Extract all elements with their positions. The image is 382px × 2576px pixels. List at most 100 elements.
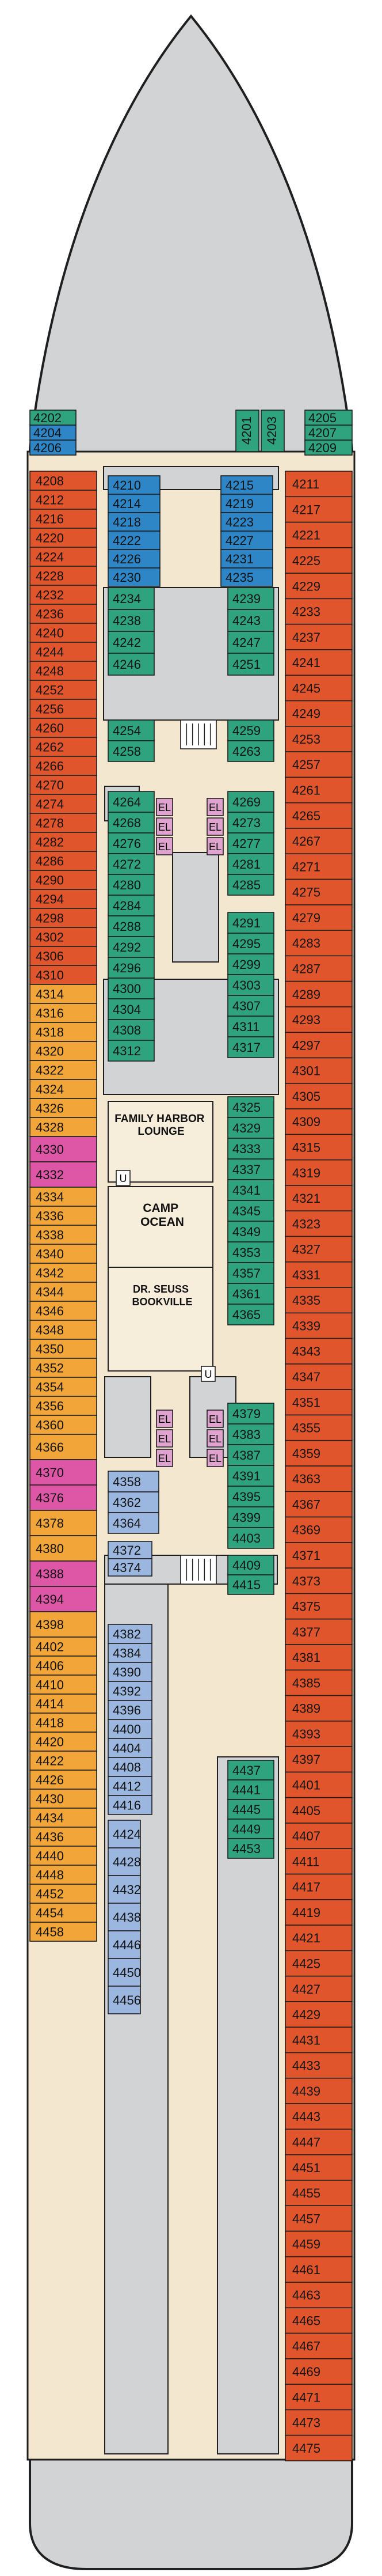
cabin-4212[interactable] — [29, 490, 97, 510]
cabin-4339[interactable] — [285, 1312, 353, 1339]
cabin-4424[interactable] — [108, 1820, 141, 1848]
cabin-4252[interactable] — [29, 680, 97, 700]
cabin-4420[interactable] — [29, 1732, 97, 1752]
cabin-4249[interactable] — [285, 700, 353, 727]
cabin-4291[interactable] — [227, 912, 274, 934]
cabin-4321[interactable] — [285, 1185, 353, 1211]
cabin-4403[interactable] — [227, 1527, 274, 1549]
cabin-4209[interactable] — [304, 440, 353, 456]
cabin-4433[interactable] — [285, 2052, 353, 2079]
cabin-4469[interactable] — [285, 2358, 353, 2385]
cabin-4471[interactable] — [285, 2384, 353, 2411]
cabin-4203[interactable] — [261, 410, 285, 452]
cabin-4315[interactable] — [285, 1134, 353, 1161]
cabin-4286[interactable] — [29, 851, 97, 871]
cabin-4288[interactable] — [108, 915, 155, 937]
dr-seuss-bookville[interactable] — [108, 1267, 213, 1372]
cabin-4406[interactable] — [29, 1656, 97, 1676]
cabin-4219[interactable] — [220, 494, 273, 513]
cabin-4365[interactable] — [227, 1304, 274, 1325]
cabin-4343[interactable] — [285, 1338, 353, 1365]
cabin-4416[interactable] — [108, 1795, 152, 1815]
cabin-4329[interactable] — [227, 1117, 274, 1139]
cabin-4441[interactable] — [227, 1779, 274, 1800]
cabin-4388[interactable] — [29, 1560, 97, 1587]
cabin-4240[interactable] — [29, 623, 97, 643]
cabin-4235[interactable] — [220, 567, 273, 587]
cabin-4362[interactable] — [108, 1491, 159, 1513]
cabin-4325[interactable] — [227, 1096, 274, 1118]
cabin-4438[interactable] — [108, 1903, 141, 1931]
cabin-4309[interactable] — [285, 1108, 353, 1135]
elevator-7[interactable] — [156, 1429, 173, 1448]
cabin-4409[interactable] — [227, 1555, 274, 1575]
cabin-4440[interactable] — [29, 1846, 97, 1866]
cabin-4389[interactable] — [285, 1695, 353, 1722]
cabin-4222[interactable] — [108, 531, 161, 550]
cabin-4443[interactable] — [285, 2103, 353, 2130]
cabin-4364[interactable] — [108, 1512, 159, 1534]
cabin-4402[interactable] — [29, 1636, 97, 1657]
cabin-4361[interactable] — [227, 1283, 274, 1305]
cabin-4394[interactable] — [29, 1586, 97, 1612]
cabin-4307[interactable] — [227, 995, 274, 1017]
cabin-4304[interactable] — [108, 998, 155, 1020]
cabin-4319[interactable] — [285, 1159, 353, 1186]
cabin-4264[interactable] — [108, 791, 155, 813]
cabin-4215[interactable] — [220, 475, 273, 495]
cabin-4247[interactable] — [227, 631, 274, 654]
cabin-4229[interactable] — [285, 573, 353, 600]
cabin-4302[interactable] — [29, 927, 97, 947]
cabin-4450[interactable] — [108, 1958, 141, 1987]
cabin-4261[interactable] — [285, 776, 353, 804]
cabin-4338[interactable] — [29, 1225, 97, 1245]
cabin-4350[interactable] — [29, 1339, 97, 1359]
cabin-4244[interactable] — [29, 642, 97, 662]
cabin-4392[interactable] — [108, 1681, 152, 1701]
elevator-6[interactable] — [156, 1410, 173, 1428]
cabin-4448[interactable] — [29, 1865, 97, 1885]
cabin-4426[interactable] — [29, 1770, 97, 1790]
cabin-4201[interactable] — [235, 410, 259, 452]
cabin-4458[interactable] — [29, 1922, 97, 1942]
cabin-4295[interactable] — [227, 933, 274, 954]
cabin-4335[interactable] — [285, 1287, 353, 1314]
cabin-4205[interactable] — [304, 410, 353, 426]
cabin-4251[interactable] — [227, 653, 274, 676]
cabin-4445[interactable] — [227, 1799, 274, 1820]
cabin-4390[interactable] — [108, 1662, 152, 1682]
cabin-4437[interactable] — [227, 1760, 274, 1781]
cabin-4439[interactable] — [285, 2077, 353, 2104]
cabin-4258[interactable] — [108, 740, 155, 762]
cabin-4237[interactable] — [285, 623, 353, 650]
cabin-4301[interactable] — [285, 1057, 353, 1084]
elevator-9[interactable] — [207, 1410, 224, 1428]
cabin-4381[interactable] — [285, 1644, 353, 1671]
cabin-4246[interactable] — [108, 653, 155, 676]
elevator-4[interactable] — [207, 817, 224, 836]
elevator-3[interactable] — [207, 798, 224, 816]
cabin-4340[interactable] — [29, 1244, 97, 1264]
cabin-4323[interactable] — [285, 1210, 353, 1237]
cabin-4294[interactable] — [29, 889, 97, 909]
cabin-4265[interactable] — [285, 802, 353, 829]
cabin-4259[interactable] — [227, 719, 274, 741]
cabin-4414[interactable] — [29, 1694, 97, 1714]
cabin-4322[interactable] — [29, 1060, 97, 1080]
cabin-4449[interactable] — [227, 1819, 274, 1839]
cabin-4376[interactable] — [29, 1484, 97, 1511]
cabin-4356[interactable] — [29, 1396, 97, 1416]
cabin-4429[interactable] — [285, 2001, 353, 2028]
cabin-4399[interactable] — [227, 1506, 274, 1528]
cabin-4380[interactable] — [29, 1535, 97, 1562]
cabin-4253[interactable] — [285, 726, 353, 752]
elevator-11[interactable] — [207, 1449, 224, 1467]
cabin-4290[interactable] — [29, 870, 97, 890]
cabin-4345[interactable] — [227, 1200, 274, 1222]
cabin-4216[interactable] — [29, 509, 97, 529]
cabin-4369[interactable] — [285, 1516, 353, 1543]
cabin-4257[interactable] — [285, 751, 353, 778]
cabin-4208[interactable] — [29, 471, 97, 491]
cabin-4407[interactable] — [285, 1823, 353, 1850]
cabin-4283[interactable] — [285, 930, 353, 957]
